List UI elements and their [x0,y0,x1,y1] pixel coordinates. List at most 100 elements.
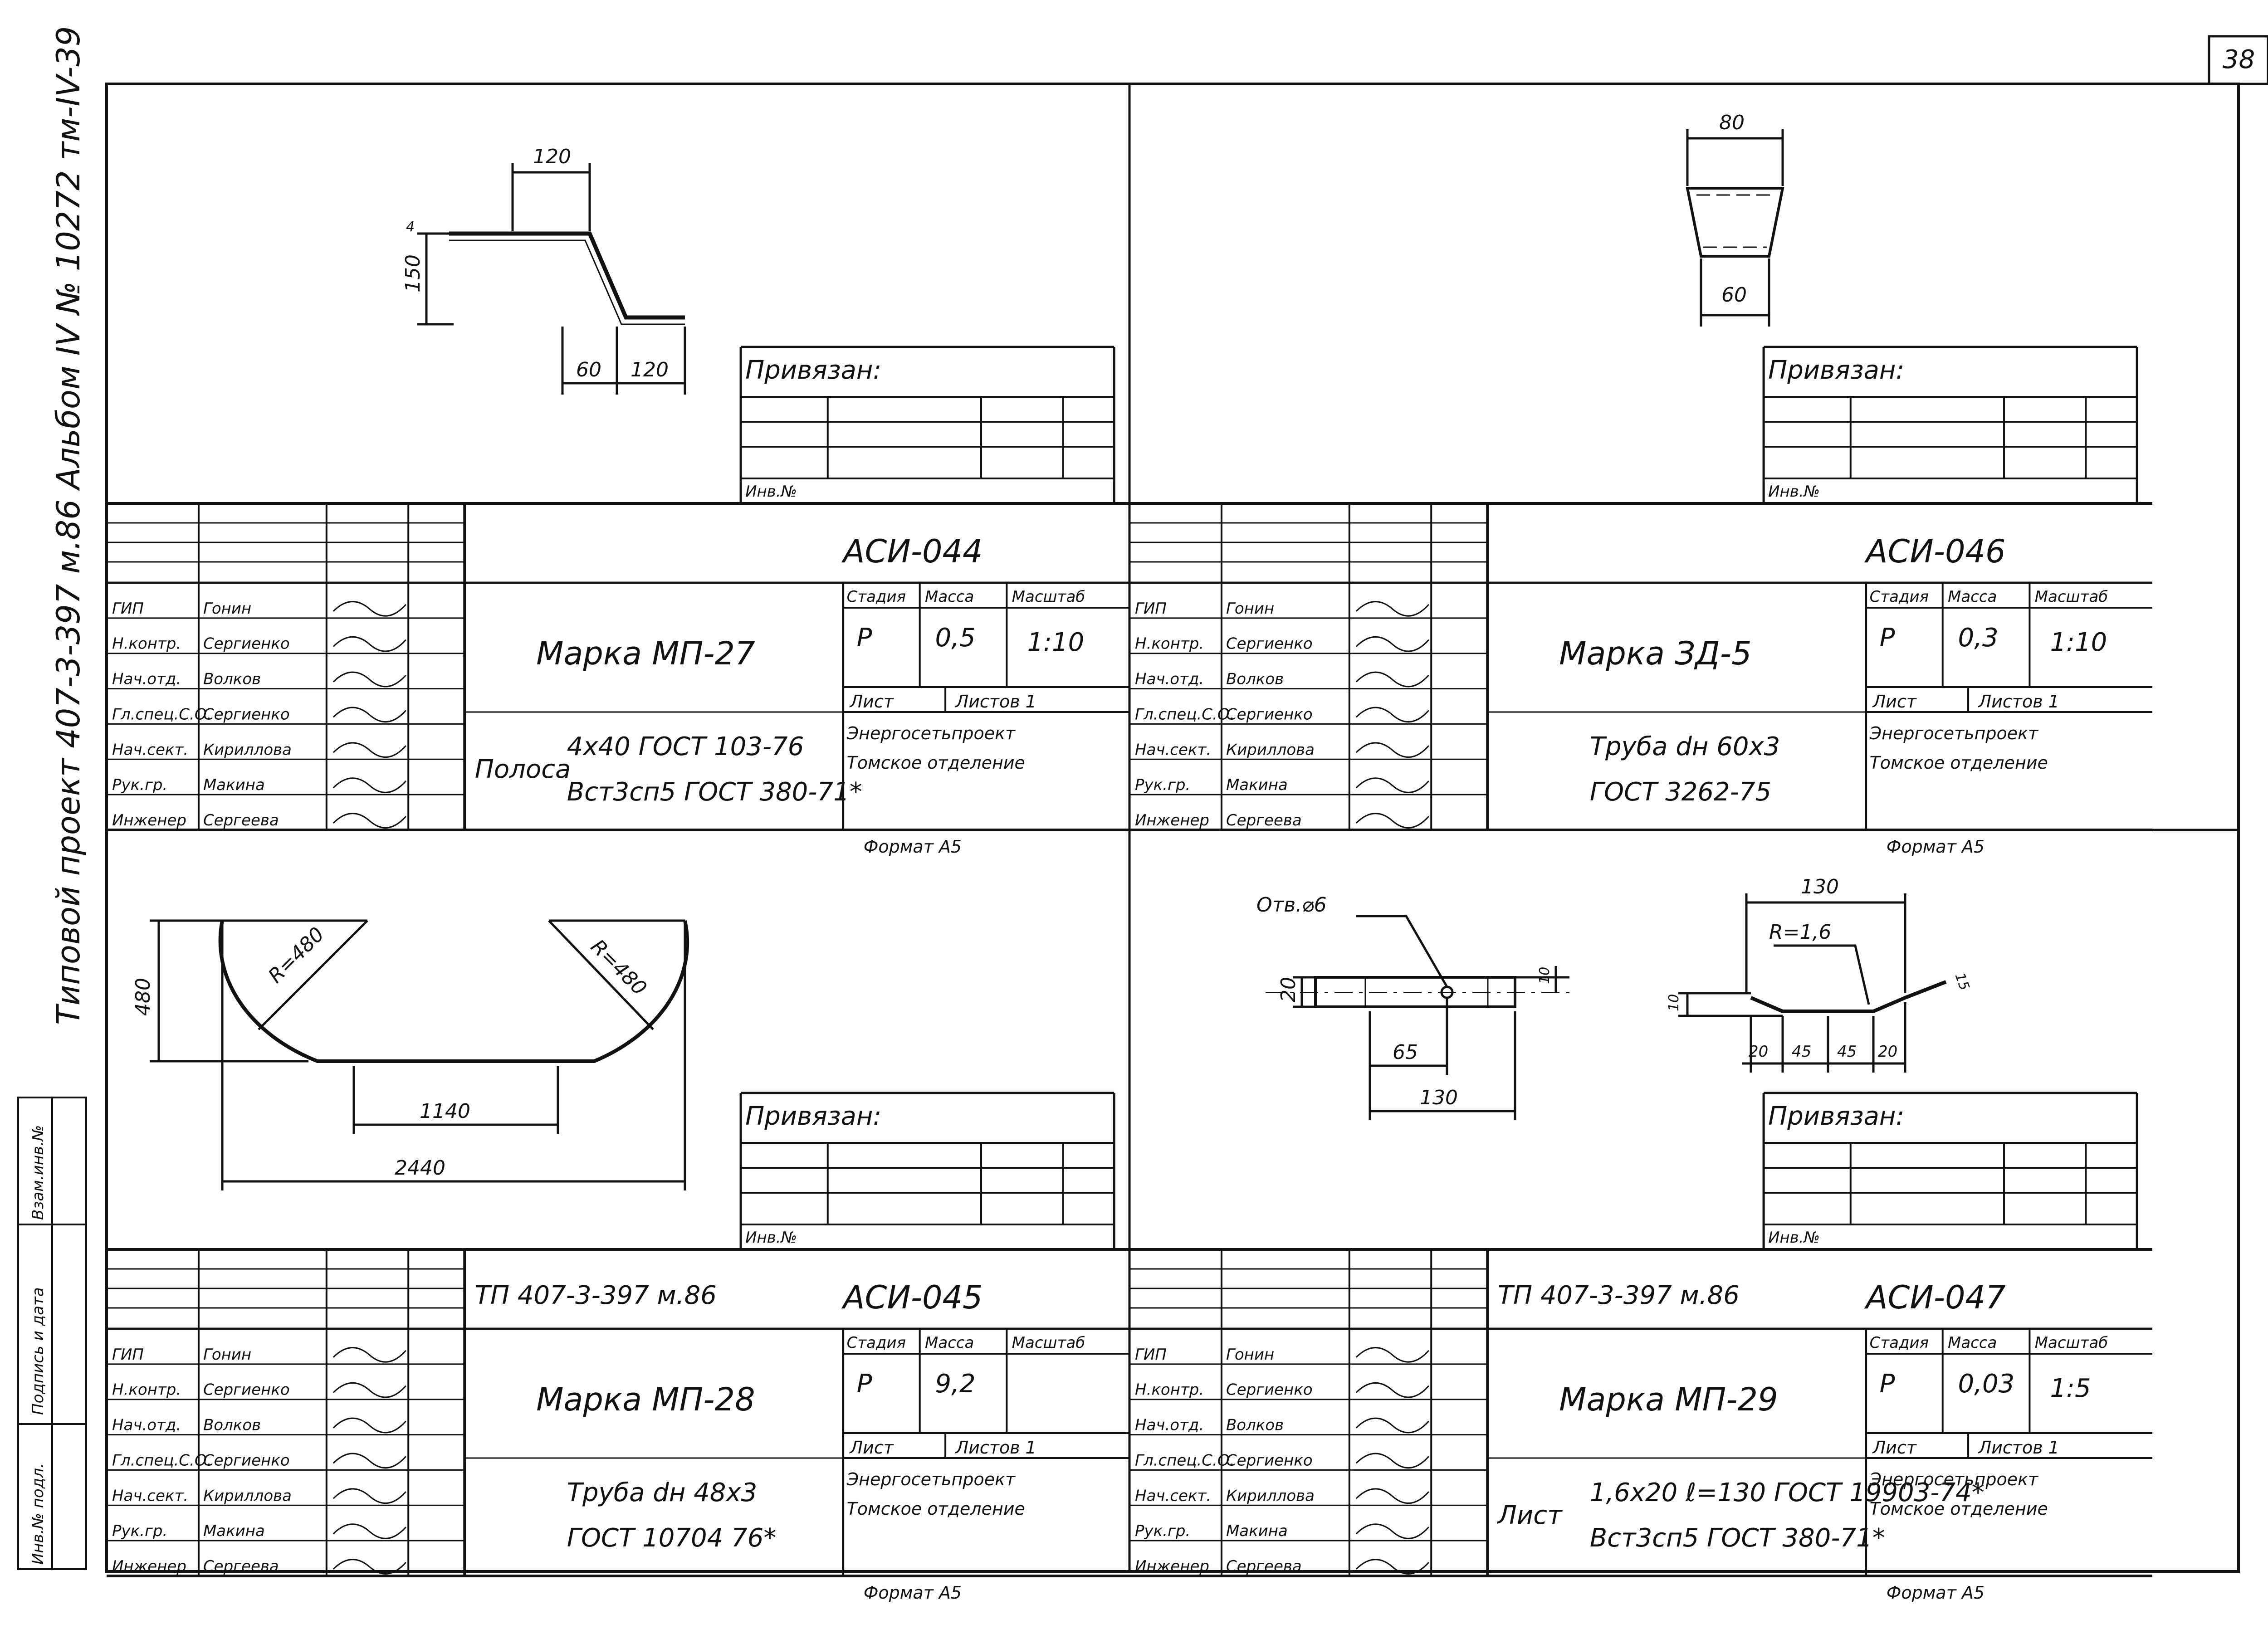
role-1: Н.контр. [1135,635,1204,653]
dim-mp29-45b: 45 [1837,1043,1857,1061]
name-4: Кириллова [1226,1487,1315,1505]
role-5: Рук.гр. [112,776,167,794]
stage-header: Стадия [1870,1334,1929,1352]
role-2: Нач.отд. [112,1416,181,1434]
sheets-label: Листов 1 [1978,692,2059,712]
stage-header: Стадия [847,588,906,606]
signature-icon [1355,1347,1429,1363]
sheet-label: Лист [1872,692,1917,712]
side-inv-podl: Инв.№ подл. [29,1463,47,1565]
signature-icon [332,1417,406,1434]
name-0: Гонин [1226,1346,1274,1364]
name-4: Кириллова [1226,741,1315,759]
role-4: Нач.сект. [112,741,188,759]
stage-value: Р [1880,1369,1895,1399]
mark-title: Марка МП-27 [536,635,755,672]
project-code: ТП 407-3-397 м.86 [1498,1281,1740,1310]
organization-name: Энергосетьпроект [846,1469,1016,1489]
stage-value: Р [857,623,872,653]
page-number: 38 [2223,45,2255,74]
format-label: Формат А5 [864,837,962,857]
name-5: Макина [203,1522,265,1540]
document-code: АСИ-047 [1864,1279,2006,1316]
signature-icon [332,777,406,793]
role-3: Гл.спец.С.О. [1135,1451,1234,1469]
signature-icon [332,1488,406,1504]
role-3: Гл.спец.С.О. [1135,705,1234,723]
signature-icon [332,742,406,758]
drawing-mp-27 [417,163,686,395]
material-line-1: Труба dн 48х3 [567,1478,758,1507]
name-0: Гонин [203,600,251,618]
sheet-label: Лист [849,692,894,712]
name-6: Сергеева [203,1557,279,1575]
signature-icon [1355,1488,1429,1504]
dim-mp28-2440: 2440 [395,1156,445,1180]
name-5: Макина [1226,776,1288,794]
signature-icon [332,1523,406,1539]
dim-mp28-r480-right: R=480 [586,935,651,1000]
name-6: Сергеева [1226,1557,1302,1575]
role-1: Н.контр. [112,635,181,653]
name-2: Волков [203,1416,261,1434]
drawing-mp-29 [1266,893,1947,1120]
signature-icon [332,671,406,688]
bound-label: Привязан: [1768,356,1904,385]
role-3: Гл.спец.С.О. [112,1451,211,1469]
sheets-label: Листов 1 [1978,1438,2059,1458]
organization-name: Энергосетьпроект [1869,723,2039,743]
document-code: АСИ-044 [841,533,983,570]
bound-label: Привязан: [745,1102,881,1131]
mass-value: 0,03 [1958,1369,2015,1399]
document-code: АСИ-046 [1864,533,2006,570]
side-project-title: Типовой проект 407-3-397 м.86 Альбом IV … [50,26,87,1025]
role-0: ГИП [1135,1346,1167,1364]
signature-icon [332,813,406,829]
mass-header: Масса [925,588,974,606]
name-4: Кириллова [203,741,292,759]
organization-name: Энергосетьпроект [1869,1469,2039,1489]
material-prefix: Полоса [475,755,571,784]
scale-value: 1:10 [1027,628,1085,657]
dim-mp27-120-bottom: 120 [631,358,669,381]
dim-mp29-20a: 20 [1749,1043,1768,1061]
signature-icon [1355,636,1429,652]
dim-mp29-20-left: 20 [1277,977,1300,1002]
role-6: Инженер [112,811,186,829]
role-4: Нач.сект. [1135,1487,1211,1505]
inventory-label: Инв.№ [745,1229,797,1247]
role-5: Рук.гр. [1135,776,1190,794]
role-5: Рук.гр. [1135,1522,1190,1540]
format-label: Формат А5 [864,1583,962,1603]
name-5: Макина [1226,1522,1288,1540]
name-5: Макина [203,776,265,794]
name-1: Сергиенко [1226,1381,1313,1399]
mass-value: 0,5 [935,623,976,653]
bound-label: Привязан: [1768,1102,1904,1131]
side-sign-date: Подпись и дата [29,1287,47,1415]
material-line-1: 1,6х20 ℓ=130 ГОСТ 19903-74* [1590,1478,1984,1507]
scale-header: Масштаб [2035,588,2108,606]
material-line-1: 4х40 ГОСТ 103-76 [567,732,804,761]
stage-header: Стадия [847,1334,906,1352]
role-5: Рук.гр. [112,1522,167,1540]
dim-mp29-130-plan: 130 [1420,1086,1458,1109]
name-6: Сергеева [1226,811,1302,829]
name-6: Сергеева [203,811,279,829]
signature-icon [1355,1559,1429,1575]
dim-mp29-radius: R=1,6 [1769,921,1831,944]
signature-icon [1355,1453,1429,1469]
material-line-2: Вст3сп5 ГОСТ 380-71* [567,777,862,807]
role-3: Гл.спец.С.О. [112,705,211,723]
sheets-label: Листов 1 [955,1438,1036,1458]
signature-icon [1355,1382,1429,1398]
drawing-mp-28 [150,919,689,1190]
signature-icon [332,1382,406,1398]
role-6: Инженер [1135,1557,1209,1575]
sheet-label: Лист [849,1438,894,1458]
role-0: ГИП [112,600,144,618]
dim-mp29-10-side: 10 [1666,994,1682,1011]
